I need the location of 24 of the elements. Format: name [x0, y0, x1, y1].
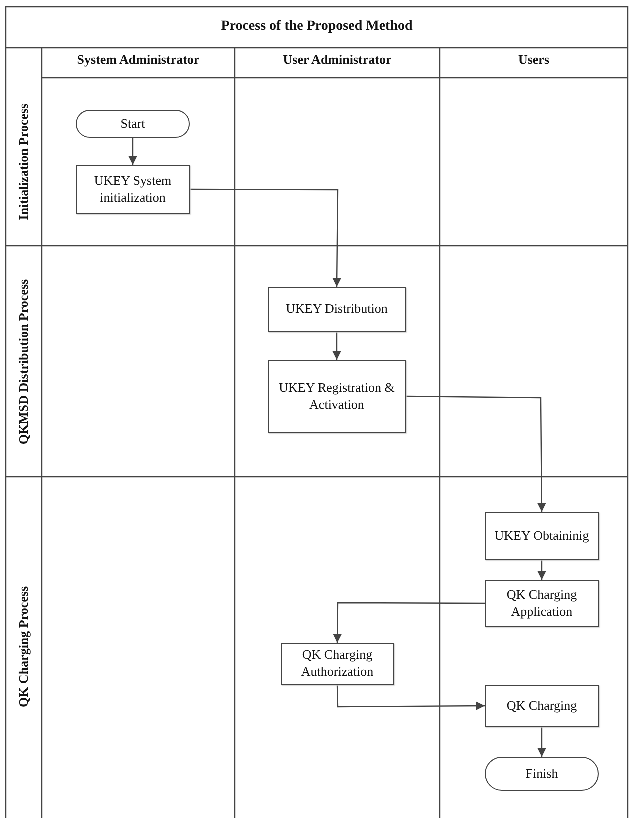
- arrow: [333, 602, 485, 643]
- arrow: [336, 684, 485, 711]
- terminator-shape: Start: [76, 110, 190, 138]
- process-box: QK Charging Authorization: [281, 643, 394, 685]
- arrow: [332, 332, 342, 360]
- process-box: QK Charging: [485, 685, 599, 727]
- phase-header: QKMSD Distribution Process: [16, 279, 32, 445]
- arrow: [538, 727, 546, 757]
- phase-header: QK Charging Process: [16, 586, 32, 708]
- lane-header: User Administrator: [282, 52, 393, 68]
- process-box: UKEY Obtaininig: [485, 512, 599, 560]
- arrow: [128, 138, 138, 165]
- arrow: [406, 396, 546, 512]
- arrow: [190, 188, 342, 287]
- terminator-shape: Finish: [485, 757, 599, 791]
- process-box: UKEY Registration & Activation: [268, 360, 406, 433]
- process-box: QK Charging Application: [485, 580, 599, 627]
- lane-header: Users: [517, 52, 551, 68]
- arrow: [538, 560, 546, 580]
- diagram-title: Process of the Proposed Method: [220, 19, 414, 35]
- lane-header: System Administrator: [76, 52, 201, 68]
- phase-header: Initialization Process: [16, 104, 32, 220]
- process-box: UKEY Distribution: [268, 287, 406, 332]
- process-box: UKEY System initialization: [76, 165, 190, 214]
